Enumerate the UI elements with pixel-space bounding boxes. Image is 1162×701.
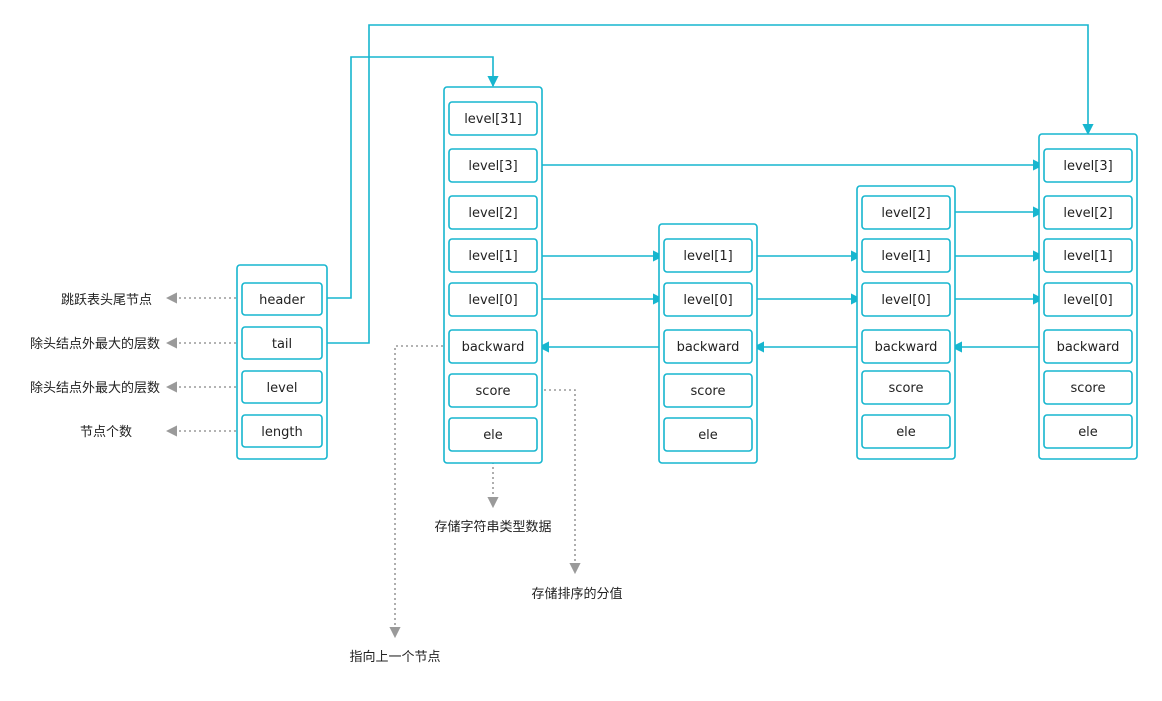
node2-backward-box [861, 329, 951, 364]
node1-ele-box [663, 417, 753, 452]
head-level2-label: level[2] [468, 206, 517, 221]
note-level: 除头结点外最大的层数 [30, 380, 160, 396]
node2-ele-box [861, 414, 951, 449]
field-level-label: level [267, 381, 298, 396]
node1-level0-label: level[0] [683, 293, 732, 308]
node3-ele-box [1043, 414, 1133, 449]
head-ele-box [448, 417, 538, 452]
node3-backward-box [1043, 329, 1133, 364]
node1-backward-label: backward [677, 340, 740, 355]
head-level0-box [448, 282, 538, 317]
head-level1-label: level[1] [468, 249, 517, 264]
node3-level1-label: level[1] [1063, 249, 1112, 264]
node3-level3-box [1043, 148, 1133, 183]
node3-level3-label: level[3] [1063, 159, 1112, 174]
annotation-notes: 跳跃表头尾节点 除头结点外最大的层数 除头结点外最大的层数 节点个数 存储字符串… [30, 293, 623, 665]
node1-backward-box [663, 329, 753, 364]
node3-score-label: score [1071, 381, 1106, 396]
note-tail: 除头结点外最大的层数 [30, 336, 160, 352]
node2-score-box [861, 370, 951, 405]
header-pointer [323, 56, 499, 299]
node1-level1-label: level[1] [683, 249, 732, 264]
field-level: level [241, 370, 323, 404]
node1-ele-label: ele [698, 428, 718, 443]
field-tail: tail [241, 326, 323, 360]
annotation-pointers [165, 292, 581, 639]
score-note-pointer [539, 389, 581, 575]
head-level31-box [448, 101, 538, 136]
node2-level0-box [861, 282, 951, 317]
skiplist-struct: header tail level length [236, 264, 328, 460]
node1-score-box [663, 373, 753, 408]
node2-score-label: score [889, 381, 924, 396]
node2-level2-label: level[2] [881, 206, 930, 221]
node2-level1-label: level[1] [881, 249, 930, 264]
skiplist-node-3: level[3] level[2] level[1] level[0] back… [1038, 133, 1138, 460]
head-level31-label: level[31] [464, 112, 522, 127]
head-ele-label: ele [483, 428, 503, 443]
tail-pointer [323, 24, 1094, 344]
node1-level1-box [663, 238, 753, 273]
note-header: 跳跃表头尾节点 [61, 293, 152, 308]
node2-level0-label: level[0] [881, 293, 930, 308]
backward-note-pointer [389, 345, 448, 639]
node1-level0-box [663, 282, 753, 317]
node3-score-box [1043, 370, 1133, 405]
head-level0-label: level[0] [468, 293, 517, 308]
head-level3-box [448, 148, 538, 183]
forward-links [323, 24, 1094, 344]
note-backward: 指向上一个节点 [349, 649, 440, 665]
field-length-label: length [261, 425, 302, 440]
node2-level1-box [861, 238, 951, 273]
node3-level1-box [1043, 238, 1133, 273]
skiplist-node-1: level[1] level[0] backward score ele [658, 223, 758, 464]
skiplist-node-2: level[2] level[1] level[0] backward scor… [856, 185, 956, 460]
head-backward-box [448, 329, 538, 364]
node2-backward-label: backward [875, 340, 938, 355]
skiplist-node-head: level[31] level[3] level[2] level[1] lev… [443, 86, 543, 464]
node3-level2-label: level[2] [1063, 206, 1112, 221]
field-header: header [241, 282, 323, 316]
head-score-box [448, 373, 538, 408]
note-score: 存储排序的分值 [531, 586, 622, 602]
head-level3-label: level[3] [468, 159, 517, 174]
node3-level0-label: level[0] [1063, 293, 1112, 308]
head-backward-label: backward [462, 340, 525, 355]
head-level2-box [448, 195, 538, 230]
node3-level0-box [1043, 282, 1133, 317]
field-header-label: header [259, 293, 305, 308]
field-length: length [241, 414, 323, 448]
node1-score-label: score [691, 384, 726, 399]
head-level1-box [448, 238, 538, 273]
note-ele: 存储字符串类型数据 [434, 519, 551, 535]
field-tail-label: tail [272, 337, 292, 352]
node3-level2-box [1043, 195, 1133, 230]
note-length: 节点个数 [80, 425, 132, 440]
node2-ele-label: ele [896, 425, 916, 440]
node3-ele-label: ele [1078, 425, 1098, 440]
node3-backward-label: backward [1057, 340, 1120, 355]
node2-level2-box [861, 195, 951, 230]
head-score-label: score [476, 384, 511, 399]
